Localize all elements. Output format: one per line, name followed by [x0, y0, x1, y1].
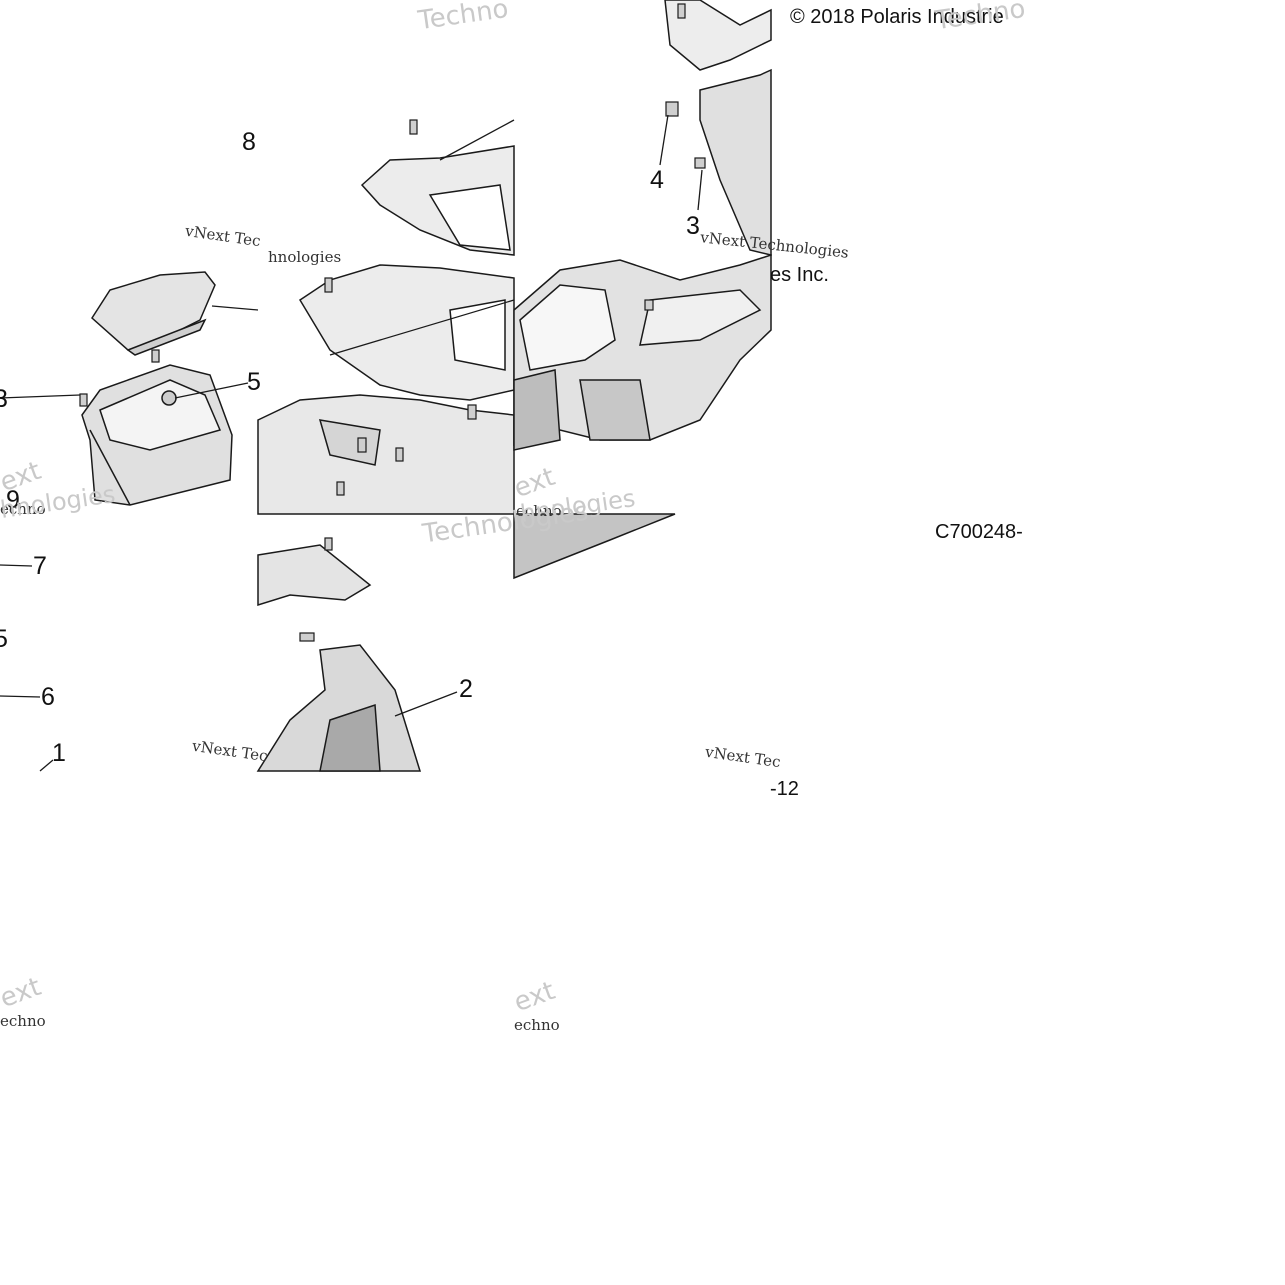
- callout-3-left: 3: [0, 385, 8, 413]
- hood-panel-drawing: [257, 145, 515, 515]
- watermark-echno-2: echno: [516, 502, 562, 520]
- callout-2: 2: [459, 675, 473, 703]
- leader-lines: [0, 114, 703, 772]
- watermark-echno-3: echno: [0, 1012, 46, 1030]
- watermark-echno-1: echno: [0, 500, 46, 518]
- watermark-hnologies-1: hnologies: [268, 248, 342, 266]
- callout-3-right: 3: [686, 212, 700, 240]
- watermark-echno-4: echno: [514, 1016, 560, 1034]
- callout-7: 7: [33, 552, 47, 580]
- callout-4: 4: [650, 166, 664, 194]
- page-suffix: -12: [770, 778, 799, 800]
- copyright-text: © 2018 Polaris Industrie: [790, 6, 1004, 28]
- callout-6: 6: [41, 683, 55, 711]
- callout-5-lower: 5: [0, 625, 8, 653]
- storage-box-drawing: [81, 271, 233, 506]
- callout-5-upper: 5: [247, 368, 261, 396]
- callout-8: 8: [242, 128, 256, 156]
- copyright-tail: es Inc.: [770, 264, 829, 286]
- callout-1: 1: [52, 739, 66, 767]
- side-guard-drawing: [256, 544, 422, 772]
- fasteners: [79, 3, 706, 642]
- figure-code: C700248-: [935, 521, 1023, 543]
- callout-9: 9: [6, 486, 20, 514]
- dash-panel-drawing: [513, 0, 772, 580]
